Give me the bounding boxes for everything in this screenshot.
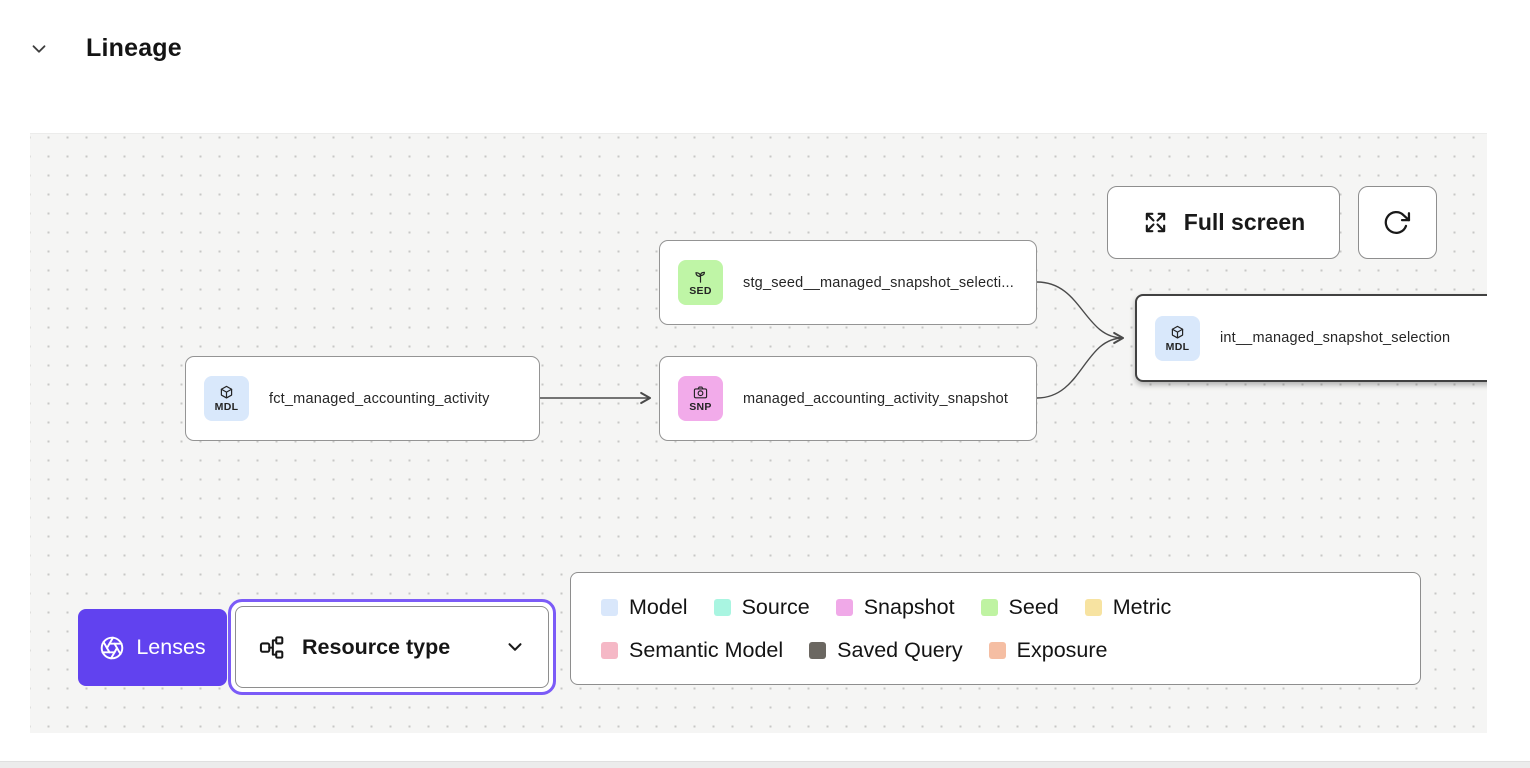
full-screen-label: Full screen: [1183, 209, 1306, 235]
lineage-section-header: Lineage: [28, 34, 182, 63]
refresh-button[interactable]: [1358, 186, 1437, 259]
lineage-canvas[interactable]: Full screen MDL fct_managed_accounting_a…: [30, 133, 1487, 733]
lenses-button[interactable]: Lenses: [78, 609, 227, 686]
legend-item-model: Model: [601, 595, 688, 620]
legend-item-metric: Metric: [1084, 594, 1172, 620]
resource-type-focus-ring: Resource type: [228, 599, 556, 695]
legend-label: Source: [741, 594, 810, 619]
resource-type-label: Resource type: [302, 634, 451, 659]
snapshot-badge: SNP: [678, 376, 723, 421]
legend-label: Snapshot: [863, 594, 955, 619]
node-int-managed-snapshot-selection[interactable]: MDL int__managed_snapshot_selection: [1135, 294, 1487, 382]
node-label: int__managed_snapshot_selection: [1220, 330, 1451, 346]
legend-label: Semantic Model: [629, 637, 784, 662]
badge-label: SED: [689, 285, 712, 297]
chevron-down-icon: [504, 636, 526, 658]
badge-label: MDL: [214, 401, 239, 413]
semantic-model-color-swatch: [601, 641, 618, 659]
collapse-chevron-icon[interactable]: [28, 38, 50, 60]
node-managed-accounting-activity-snapshot[interactable]: SNP managed_accounting_activity_snapshot: [659, 356, 1037, 441]
node-label: managed_accounting_activity_snapshot: [743, 390, 1009, 407]
badge-label: SNP: [689, 401, 712, 413]
model-color-swatch: [601, 598, 618, 616]
badge-label: MDL: [1165, 340, 1190, 353]
legend-row: Model Source Snapshot Seed Metric: [601, 587, 1390, 627]
refresh-icon: [1382, 207, 1413, 238]
legend-label: Saved Query: [837, 637, 963, 662]
model-badge: MDL: [204, 376, 249, 421]
hierarchy-icon: [258, 634, 285, 661]
node-label: fct_managed_accounting_activity: [269, 390, 490, 407]
node-fct-managed-accounting-activity[interactable]: MDL fct_managed_accounting_activity: [185, 356, 540, 441]
legend-label: Seed: [1008, 594, 1059, 619]
cube-icon: [1171, 325, 1184, 339]
expand-icon: [1142, 209, 1169, 236]
lenses-label: Lenses: [136, 635, 206, 659]
legend-item-saved-query: Saved Query: [809, 637, 963, 663]
full-screen-button[interactable]: Full screen: [1107, 186, 1340, 259]
metric-color-swatch: [1084, 598, 1102, 616]
saved-query-color-swatch: [809, 641, 827, 659]
legend-label: Model: [629, 594, 688, 619]
legend-row: Semantic Model Saved Query Exposure: [601, 630, 1390, 670]
resource-type-legend: Model Source Snapshot Seed Metric S: [570, 572, 1421, 685]
legend-label: Metric: [1112, 594, 1172, 619]
page-title: Lineage: [86, 34, 182, 62]
model-badge: MDL: [1155, 315, 1200, 361]
legend-item-semantic-model: Semantic Model: [601, 638, 783, 663]
node-label: stg_seed__managed_snapshot_selecti...: [743, 274, 1015, 291]
resource-type-dropdown[interactable]: Resource type: [235, 606, 549, 688]
sprout-icon: [695, 271, 705, 283]
exposure-color-swatch: [988, 641, 1006, 659]
node-stg-seed-managed-snapshot-selection[interactable]: SED stg_seed__managed_snapshot_selecti..…: [659, 240, 1037, 325]
legend-label: Exposure: [1016, 637, 1108, 662]
bottom-section-divider: [0, 761, 1530, 768]
aperture-icon: [99, 635, 125, 661]
legend-item-source: Source: [713, 594, 810, 620]
cube-icon: [220, 385, 233, 399]
seed-badge: SED: [678, 260, 723, 305]
legend-item-snapshot: Snapshot: [835, 594, 955, 620]
source-color-swatch: [713, 598, 731, 616]
legend-item-seed: Seed: [980, 594, 1059, 620]
camera-icon: [693, 386, 708, 399]
legend-item-exposure: Exposure: [988, 637, 1108, 663]
seed-color-swatch: [980, 598, 998, 616]
snapshot-color-swatch: [835, 598, 853, 616]
